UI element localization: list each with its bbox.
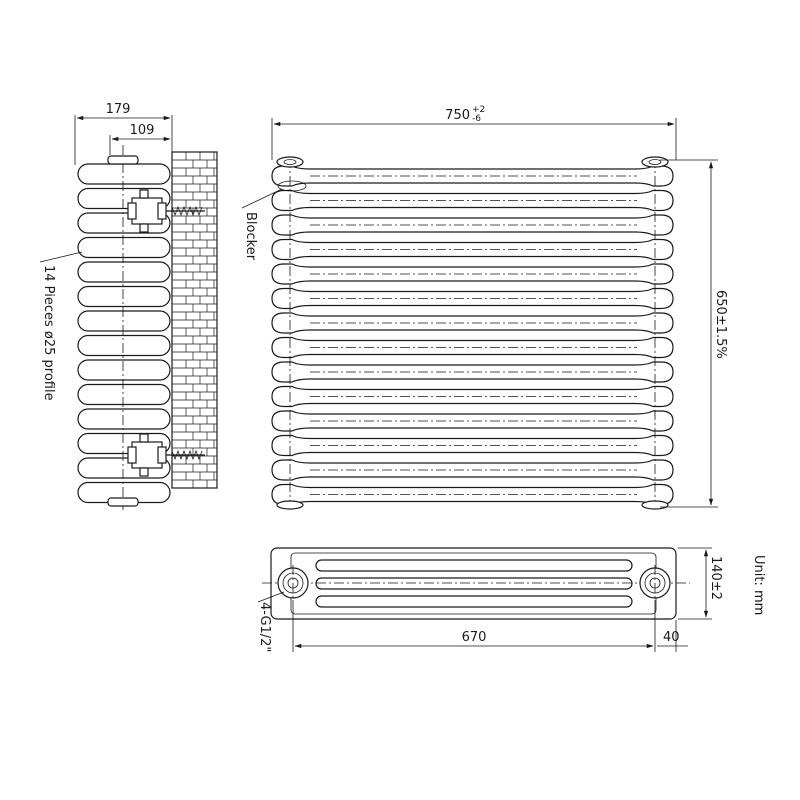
bottom-tube-slots — [315, 559, 633, 608]
right-connection-port — [639, 565, 671, 601]
front-tube-stack — [271, 165, 674, 506]
dimension-140: 140±2 — [678, 547, 723, 620]
front-tube — [271, 434, 674, 457]
front-tube — [271, 165, 674, 187]
blocker-label: Blocker — [243, 212, 258, 261]
front-tube — [271, 336, 674, 359]
front-bottom-plugs — [276, 500, 669, 510]
dimension-40: 40 — [657, 630, 688, 647]
dimension-750: 750 +2 -6 — [271, 105, 677, 160]
dimension-109-label: 109 — [130, 123, 155, 138]
side-tube — [77, 359, 171, 381]
side-tube — [77, 236, 171, 259]
dimension-109: 109 — [109, 123, 171, 155]
side-tube — [77, 334, 171, 357]
front-tube — [271, 287, 674, 310]
dimension-750-tol-lower: -6 — [472, 114, 481, 124]
front-tube — [271, 214, 674, 236]
dimension-40-label: 40 — [663, 630, 680, 645]
front-tube — [271, 312, 674, 334]
blocker-callout: Blocker — [241, 180, 307, 261]
side-tube — [77, 163, 171, 185]
lower-wall-bracket — [127, 433, 205, 477]
side-tube — [77, 383, 171, 406]
pieces-callout: 14 Pieces ø25 profile — [39, 251, 83, 401]
dimension-750-tol-upper: +2 — [472, 105, 485, 115]
front-tube — [271, 238, 674, 261]
bottom-view: 4-G1/2" 140±2 670 40 — [257, 547, 723, 652]
dimension-650: 650±1.5% — [660, 159, 728, 508]
connection-label: 4-G1/2" — [257, 602, 272, 652]
dimension-179-label: 179 — [106, 102, 131, 117]
pieces-label: 14 Pieces ø25 profile — [41, 265, 56, 401]
front-tube — [271, 410, 674, 432]
front-view: Blocker 750 +2 -6 650±1.5% — [241, 105, 728, 510]
left-connection-port — [277, 565, 309, 601]
side-tube — [77, 408, 171, 430]
dimension-670-label: 670 — [462, 630, 487, 645]
side-tube — [77, 285, 171, 308]
front-tube — [271, 385, 674, 408]
wall-section — [171, 151, 218, 489]
upper-wall-bracket — [127, 189, 205, 233]
unit-label: Unit: mm — [751, 555, 766, 615]
front-top-plugs — [276, 156, 669, 168]
side-tube-stack — [77, 163, 171, 504]
front-tube — [271, 361, 674, 383]
dimension-750-label: 750 — [445, 108, 470, 123]
side-tube — [77, 261, 171, 283]
front-tube — [271, 459, 674, 481]
bottom-outline — [270, 547, 677, 620]
front-tube — [271, 483, 674, 506]
side-view: 179 109 14 Pieces ø25 profile — [39, 102, 218, 510]
side-bottom-cap — [107, 497, 139, 507]
dimension-650-label: 650±1.5% — [713, 290, 728, 359]
connection-callout: 4-G1/2" — [257, 591, 285, 652]
dimension-670: 670 — [292, 600, 677, 652]
side-tube — [77, 310, 171, 332]
front-tube — [271, 189, 674, 212]
dimension-140-label: 140±2 — [708, 556, 723, 600]
dimension-179: 179 — [74, 102, 173, 165]
side-top-cap — [107, 155, 139, 165]
front-tube — [271, 263, 674, 285]
